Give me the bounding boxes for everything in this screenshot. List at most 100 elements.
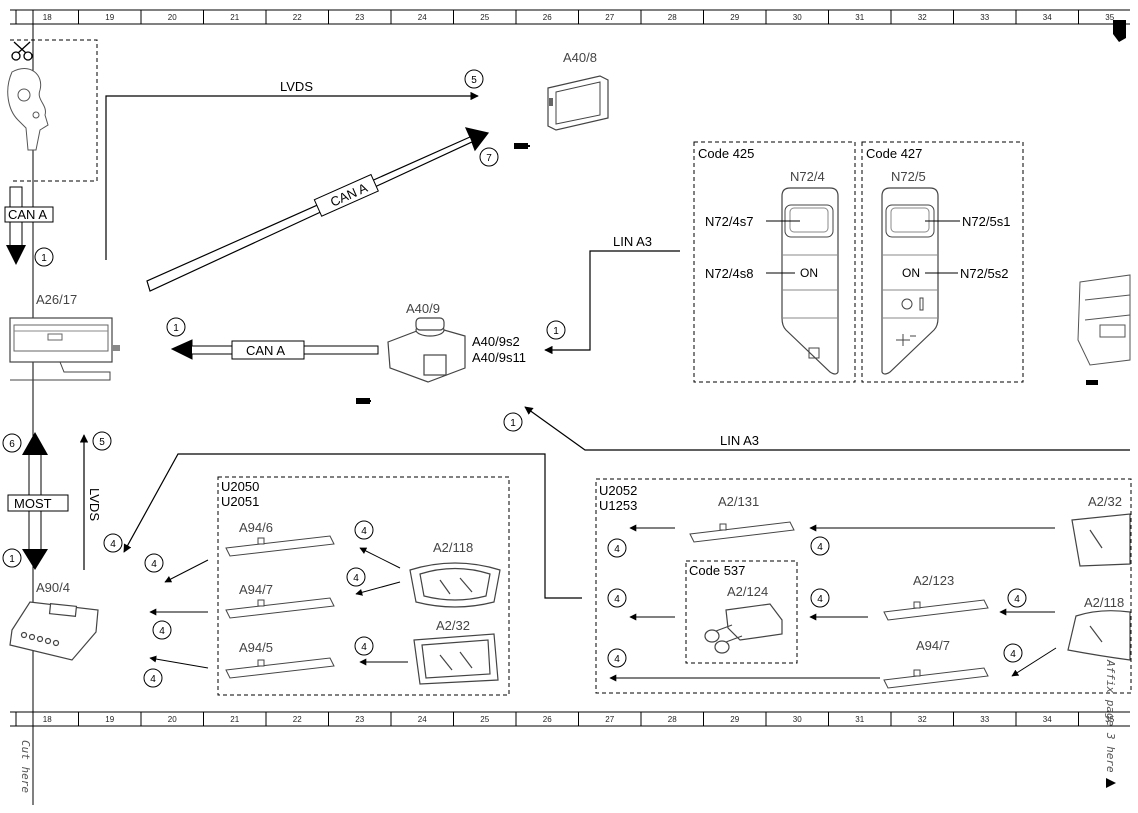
ruler-top-number-34: 34	[1043, 13, 1052, 22]
a2-124-amplifier	[704, 603, 783, 654]
a2-118-windshield	[409, 562, 501, 608]
ruler-top-number-31: 31	[855, 13, 864, 22]
most-bus: MOST	[7, 432, 69, 570]
code-537-box	[685, 560, 798, 664]
ruler-bottom-number-21: 21	[230, 715, 239, 724]
arrow-a94-6-out	[164, 559, 209, 583]
n72-4s7-label: N72/4s7	[705, 214, 753, 229]
can-a-left-label: CAN A	[8, 207, 47, 222]
ruler-bottom-number-24: 24	[418, 715, 427, 724]
lin-a3-top-line	[544, 250, 680, 355]
code-425-group: Code 425 N72/4 ON N72/4s7 N72/4s8	[693, 141, 856, 383]
callout-1-leftbus: 1	[34, 247, 54, 267]
can-a-diagonal-bus: CAN A	[146, 127, 490, 292]
callout-5-vertical: 5	[92, 431, 112, 451]
svg-text:6: 6	[9, 439, 15, 450]
a2-123-module	[883, 599, 989, 621]
a40-9s2-label: A40/9s2	[472, 334, 520, 349]
ruler-top-number-18: 18	[43, 13, 52, 22]
ruler-bottom-number-29: 29	[730, 715, 739, 724]
svg-text:1: 1	[173, 323, 179, 334]
code-537-label: Code 537	[689, 563, 745, 578]
pointer-hand-icon	[514, 143, 530, 149]
svg-text:1: 1	[41, 253, 47, 264]
svg-text:4: 4	[614, 654, 620, 665]
lin-a3-top-label: LIN A3	[613, 234, 652, 249]
ruler-bottom-number-28: 28	[668, 715, 677, 724]
affix-page-text: Affix page 3 here	[1104, 659, 1117, 773]
ruler-bottom-number-23: 23	[355, 715, 364, 724]
n72-5s2-label: N72/5s2	[960, 266, 1008, 281]
svg-text:5: 5	[99, 437, 105, 448]
scissors-icon	[11, 41, 33, 61]
a2-32-right-label: A2/32	[1088, 494, 1122, 509]
a40-8-label: A40/8	[563, 50, 597, 65]
ruler-top-number-28: 28	[668, 13, 677, 22]
a94-7-label: A94/7	[239, 582, 273, 597]
a40-8-display	[547, 75, 609, 131]
callout-4-a: 4	[144, 553, 164, 573]
ruler-bottom-number-35: 35	[1105, 715, 1114, 724]
ruler-bottom-number-32: 32	[918, 715, 927, 724]
ruler-top-number-33: 33	[980, 13, 989, 22]
a94-6-module	[225, 535, 335, 557]
callout-4-c: 4	[143, 668, 163, 688]
a94-7-module	[225, 597, 335, 619]
a2-32-window	[413, 633, 499, 685]
svg-text:4: 4	[151, 559, 157, 570]
svg-text:1: 1	[553, 326, 559, 337]
on-switch-right: ON	[902, 266, 920, 280]
code-425-label: Code 425	[698, 146, 754, 161]
a2-118-right-windshield	[1067, 610, 1131, 661]
a2-32-label: A2/32	[436, 618, 470, 633]
a94-5-module	[225, 657, 335, 679]
ruler-bottom-number-22: 22	[293, 715, 302, 724]
svg-text:1: 1	[510, 418, 516, 429]
n72-4-label: N72/4	[790, 169, 825, 184]
lin-a3-bottom-label: LIN A3	[720, 433, 759, 448]
ruler-bottom-number-25: 25	[480, 715, 489, 724]
code-427-group: Code 427 N72/5 ON N72/5s1 N72/5s2	[861, 141, 1024, 383]
u2052-label: U2052	[599, 483, 637, 498]
can-a-mid-label: CAN A	[246, 343, 285, 358]
u2051-label: U2051	[221, 494, 259, 509]
lvds-vertical-label: LVDS	[87, 488, 102, 521]
on-switch-left: ON	[800, 266, 818, 280]
u2052-group: U2052 U1253 A2/131 A2/32 4 4 Code 537 A2…	[595, 478, 1132, 694]
a26-17-label: A26/17	[36, 292, 77, 307]
a94-5-label: A94/5	[239, 640, 273, 655]
u2050-group: U2050 U2051 A94/6 A94/7 A94/5 A2/118 A2/…	[217, 476, 510, 696]
pencil-icon	[1113, 20, 1126, 42]
antenna-route-line	[123, 453, 582, 599]
svg-text:1: 1	[9, 554, 15, 565]
a2-32-right-window	[1071, 513, 1131, 567]
callout-5-top: 5	[464, 69, 484, 89]
svg-text:7: 7	[486, 153, 492, 164]
callout-4-route: 4	[103, 533, 123, 553]
n72-5-label: N72/5	[891, 169, 926, 184]
svg-text:4: 4	[1014, 594, 1020, 605]
callout-1-lin: 1	[546, 320, 566, 340]
ruler-bottom-number-34: 34	[1043, 715, 1052, 724]
u1253-label: U1253	[599, 498, 637, 513]
most-label: MOST	[14, 496, 52, 511]
ruler-bottom-number-30: 30	[793, 715, 802, 724]
n72-5s1-label: N72/5s1	[962, 214, 1010, 229]
callout-4-b: 4	[152, 620, 172, 640]
ruler-top-number-21: 21	[230, 13, 239, 22]
svg-text:4: 4	[1010, 649, 1016, 660]
ruler-top-number-20: 20	[168, 13, 177, 22]
lin-a3-bottom-line	[524, 406, 1130, 451]
svg-text:4: 4	[817, 594, 823, 605]
ruler-top-number-19: 19	[105, 13, 114, 22]
svg-text:4: 4	[110, 539, 116, 550]
svg-text:5: 5	[471, 75, 477, 86]
ruler-top-number-23: 23	[355, 13, 364, 22]
a40-9-controller	[387, 317, 466, 383]
lvds-top-line	[105, 91, 479, 260]
left-module-box	[7, 39, 98, 182]
callout-6: 6	[2, 433, 22, 453]
a94-6-label: A94/6	[239, 520, 273, 535]
